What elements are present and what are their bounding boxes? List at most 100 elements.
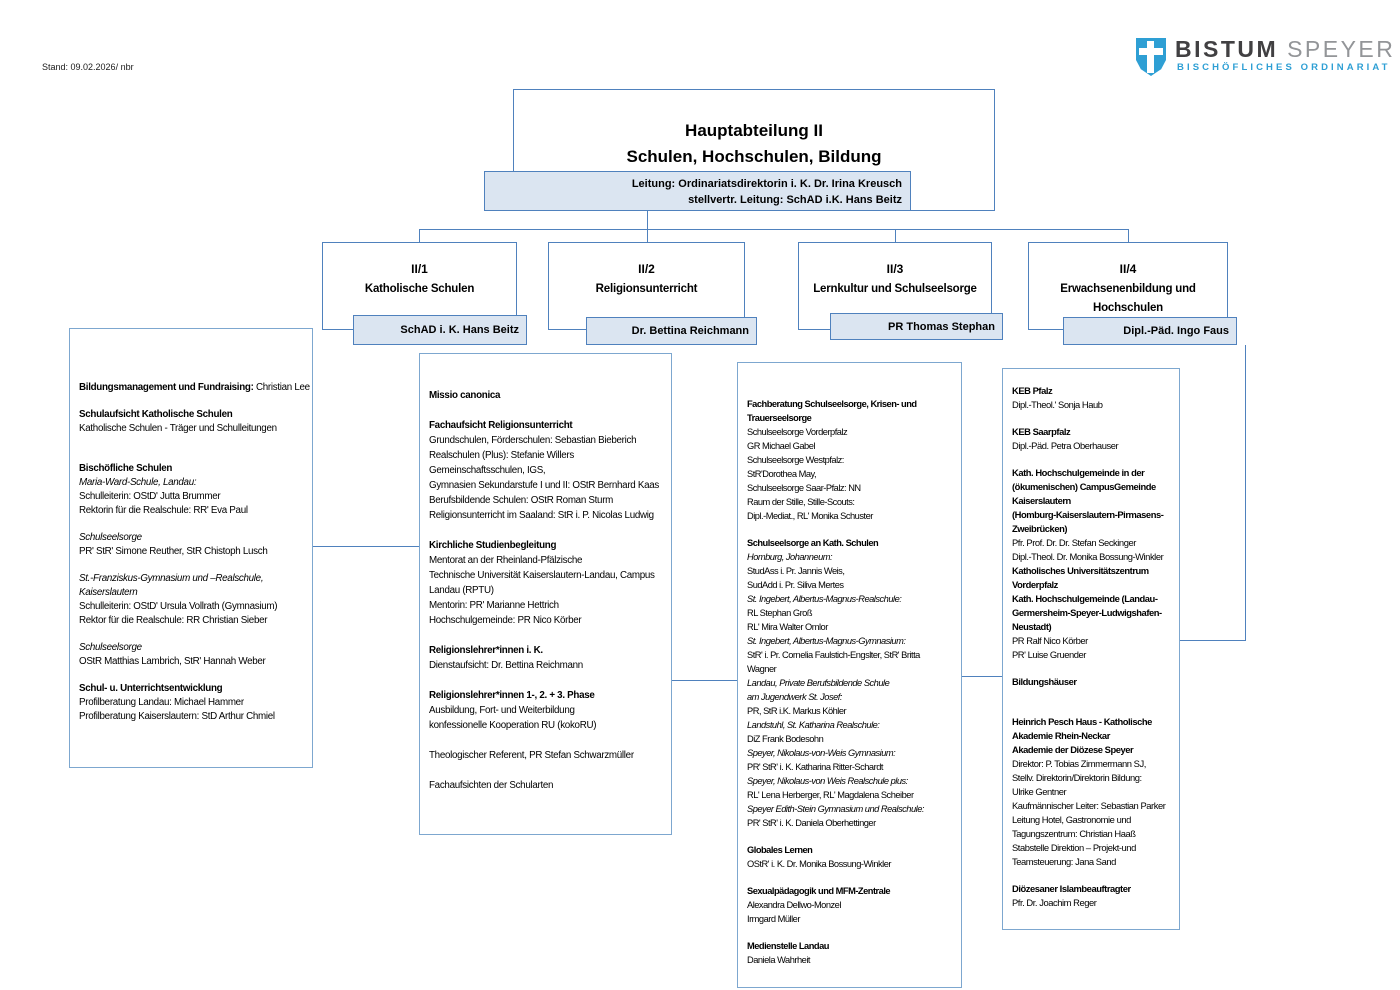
org-line: Gymnasien Sekundarstufe I und II: OStR B… — [429, 480, 659, 491]
dept-content-box-ii1: Bildungsmanagement und Fundraising: Chri… — [69, 328, 313, 768]
org-line: Fachberatung Schulseelsorge, Krisen- und — [747, 399, 917, 409]
org-line: Schulseelsorge Vorderpfalz — [747, 427, 848, 437]
org-line: PR' StR' Simone Reuther, StR Chistoph Lu… — [79, 546, 268, 557]
dept-head-label-ii3: PR Thomas Stephan — [830, 313, 1003, 340]
connector-col2-col3 — [672, 680, 737, 681]
org-line — [79, 518, 308, 531]
org-line: PR, StR i.K. Markus Köhler — [747, 706, 847, 716]
org-line: Schulseelsorge an Kath. Schulen — [747, 538, 879, 548]
org-line: Rektor für die Realschule: RR Christian … — [79, 615, 268, 626]
stand-note: Stand: 09.02.2026/ nbr — [42, 62, 134, 72]
connector-root-stub — [647, 211, 648, 242]
org-line — [429, 403, 667, 418]
org-line: Dipl.-Päd. Petra Oberhauser — [1012, 440, 1119, 451]
root-leadership-line2: stellvertr. Leitung: SchAD i.K. Hans Bei… — [688, 194, 902, 206]
org-line: RL Stephan Groß — [747, 608, 813, 618]
org-line: Neustadt) — [1012, 621, 1052, 632]
org-line: Speyer, Nikolaus-von-Weis Gymnasium: — [747, 748, 896, 758]
org-line: Speyer, Nikolaus-von Weis Realschule plu… — [747, 776, 908, 786]
org-line: Dipl.-Theol.' Sonja Haub — [1012, 399, 1103, 410]
org-line: Dipl.-Theol. Dr. Monika Bossung-Winkler — [1012, 551, 1164, 562]
logo-brand-primary: BISTUM — [1175, 36, 1279, 62]
org-line: Daniela Wahrheit — [747, 955, 810, 965]
org-line: konfessionelle Kooperation RU (kokoRU) — [429, 720, 597, 731]
org-line — [747, 523, 957, 536]
org-line: Religionslehrer*innen 1-, 2. + 3. Phase — [429, 690, 595, 701]
org-line: KEB Pfalz — [1012, 385, 1053, 396]
dept-box-ii2: II/2 Religionsunterricht — [548, 242, 745, 330]
org-line — [1012, 453, 1175, 466]
dept-title: Katholische Schulen — [364, 283, 475, 295]
dept-head-label-ii4: Dipl.-Päd. Ingo Faus — [1063, 317, 1237, 345]
org-line — [1012, 869, 1175, 882]
connector-distributor — [419, 229, 1129, 230]
connector-drop-ii1 — [419, 229, 420, 242]
org-line: Landau, Private Berufsbildende Schule — [747, 678, 890, 688]
org-line: OStR Matthias Lambrich, StR' Hannah Webe… — [79, 656, 266, 667]
org-line: Katholisches Universitätszentrum — [1012, 565, 1149, 576]
dept-title: Erwachsenenbildung und Hochschulen — [1060, 283, 1196, 314]
cross-vertical-bar — [1147, 41, 1154, 73]
connector-ii4-horizontal — [1180, 640, 1246, 641]
org-line: Grundschulen, Förderschulen: Sebastian B… — [429, 435, 637, 446]
org-line: Zweibrücken) — [1012, 523, 1068, 534]
org-line: Schulleiterin: OStD' Ursula Vollrath (Gy… — [79, 601, 278, 612]
org-line: SudAdd i. Pr. Siliva Mertes — [747, 580, 844, 590]
org-line: St. Ingebert, Albertus-Magnus-Gymnasium: — [747, 636, 906, 646]
org-line: Bildungsmanagement und Fundraising: Chri… — [79, 382, 310, 393]
org-line — [747, 926, 957, 939]
org-line: Akademie der Diözese Speyer — [1012, 744, 1134, 755]
root-title-line1: Hauptabteilung II — [685, 121, 823, 140]
org-line: Realschulen (Plus): Stefanie Willers — [429, 450, 574, 461]
org-line: StR' i. Pr. Cornelia Faulstich-Engslter,… — [747, 650, 920, 660]
org-line: am Jugendwerk St. Josef: — [747, 692, 842, 702]
dept-id: II/3 — [886, 262, 904, 276]
org-line — [747, 830, 957, 843]
org-line: Religionslehrer*innen i. K. — [429, 645, 543, 656]
org-line — [429, 733, 667, 748]
org-line — [79, 628, 308, 641]
org-line — [429, 763, 667, 778]
org-line: Irmgard Müller — [747, 914, 800, 924]
org-line: Ausbildung, Fort- und Weiterbildung — [429, 705, 575, 716]
org-line: Homburg, Johanneum: — [747, 552, 833, 562]
org-line: Bildungshäuser — [1012, 676, 1077, 687]
org-line: Stellv. Direktorin/Direktorin Bildung: — [1012, 772, 1142, 783]
org-line — [1012, 412, 1175, 425]
org-line: Sexualpädagogik und MFM-Zentrale — [747, 886, 891, 896]
org-line: Leitung Hotel, Gastronomie und — [1012, 814, 1131, 825]
org-line: Schulseelsorge — [79, 532, 142, 543]
dept-id: II/2 — [638, 262, 655, 276]
org-line: Tagungszentrum: Christian Haaß — [1012, 828, 1136, 839]
org-line — [429, 523, 667, 538]
dept-head-label-ii1: SchAD i. K. Hans Beitz — [353, 315, 527, 345]
org-line — [429, 628, 667, 643]
org-line: Maria-Ward-Schule, Landau: — [79, 477, 197, 488]
org-line: St. Ingebert, Albertus-Magnus-Realschule… — [747, 594, 902, 604]
connector-drop-ii3 — [895, 229, 896, 242]
org-line: Landstuhl, St. Katharina Realschule: — [747, 720, 880, 730]
dept-box-ii4: II/4 Erwachsenenbildung und Hochschulen — [1028, 242, 1228, 330]
connector-ii4-vertical — [1245, 345, 1246, 641]
org-line: Diözesaner Islambeauftragter — [1012, 883, 1131, 894]
org-line: Mentorat an der Rheinland-Pfälzische — [429, 555, 583, 566]
org-line — [79, 395, 308, 408]
org-line: Mentorin: PR' Marianne Hettrich — [429, 600, 559, 611]
org-line: OStR' i. K. Dr. Monika Bossung-Winkler — [747, 859, 891, 869]
org-line: Schulseelsorge — [79, 642, 142, 653]
dept-id: II/4 — [1119, 262, 1137, 276]
org-line: Direktor: P. Tobias Zimmermann SJ, — [1012, 758, 1146, 769]
org-line — [79, 449, 308, 462]
org-line: Berufsbildende Schulen: OStR Roman Sturm — [429, 495, 614, 506]
org-line: St.-Franziskus-Gymnasium und –Realschule… — [79, 573, 264, 584]
org-line: Religionsunterricht im Saaland: StR i. P… — [429, 510, 654, 521]
org-line: Kath. Hochschulgemeinde in der — [1012, 467, 1145, 478]
org-line: Rektorin für die Realschule: RR' Eva Pau… — [79, 505, 248, 516]
org-line: Profilberatung Landau: Michael Hammer — [79, 697, 244, 708]
org-line — [79, 559, 308, 572]
org-line: Technische Universität Kaiserslautern-La… — [429, 570, 655, 581]
org-line: PR' StR' i. K. Katharina Ritter-Schardt — [747, 762, 883, 772]
org-line: Germersheim-Speyer-Ludwigshafen- — [1012, 607, 1162, 618]
org-line: Schulseelsorge Saar-Pfalz: NN — [747, 483, 861, 493]
